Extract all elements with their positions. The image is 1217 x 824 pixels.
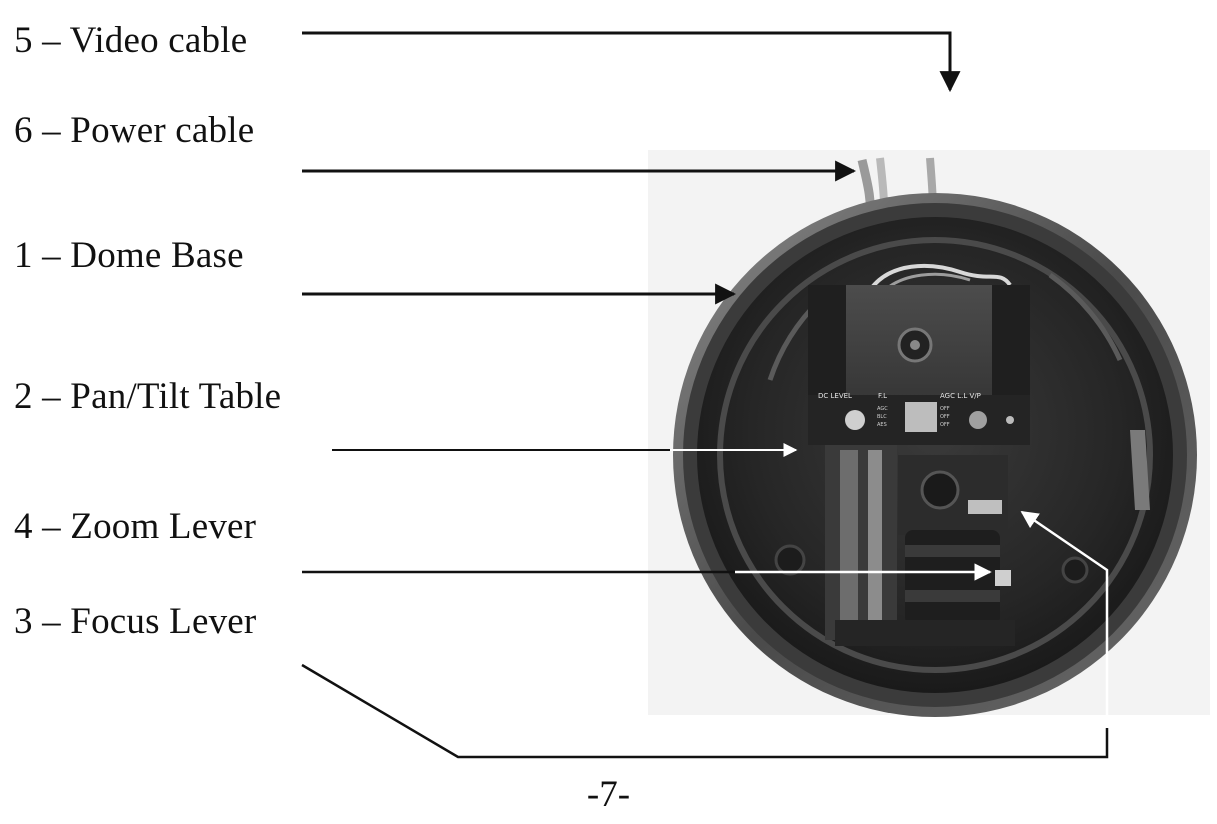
page-number: -7- xyxy=(0,776,1217,813)
pan-tilt-table: DC LEVEL F.L AGC BLC AES AGC L.L V/P OFF… xyxy=(808,285,1030,445)
dial-option-right-2: OFF xyxy=(940,414,950,420)
dial-option-blc: BLC xyxy=(877,414,887,420)
dial-option-right-3: OFF xyxy=(940,422,950,428)
dial-option-aes: AES xyxy=(877,422,887,428)
leader-video-cable xyxy=(302,33,950,90)
dial-label-left: DC LEVEL xyxy=(818,392,852,400)
dial-label-fl: F.L xyxy=(878,392,887,400)
dial-option-agc: AGC xyxy=(877,406,888,412)
camera-lens-assembly xyxy=(825,445,1015,646)
dial-option-right-1: OFF xyxy=(940,406,950,412)
dial-label-right: AGC L.L V/P xyxy=(940,392,981,400)
